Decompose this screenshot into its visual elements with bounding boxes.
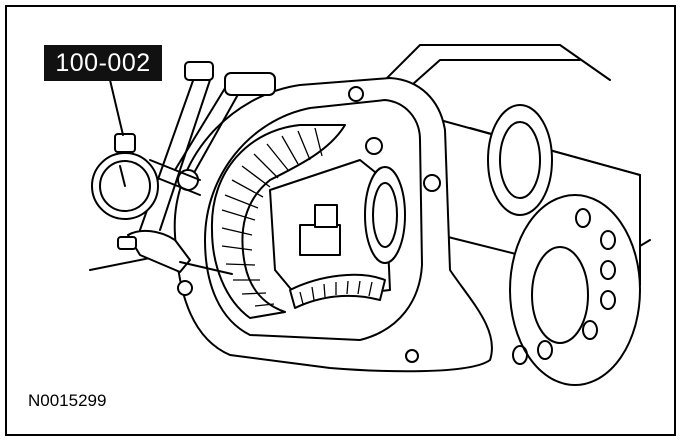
pinion-gear-teeth (289, 273, 386, 309)
tool-number-label: 100-002 (44, 45, 162, 81)
hub-flange (509, 194, 641, 386)
figure-id: N0015299 (28, 391, 107, 410)
dial-indicator-tool (91, 61, 276, 275)
callout-leader (109, 79, 124, 136)
ring-gear (210, 124, 346, 319)
differential-case (269, 137, 406, 301)
